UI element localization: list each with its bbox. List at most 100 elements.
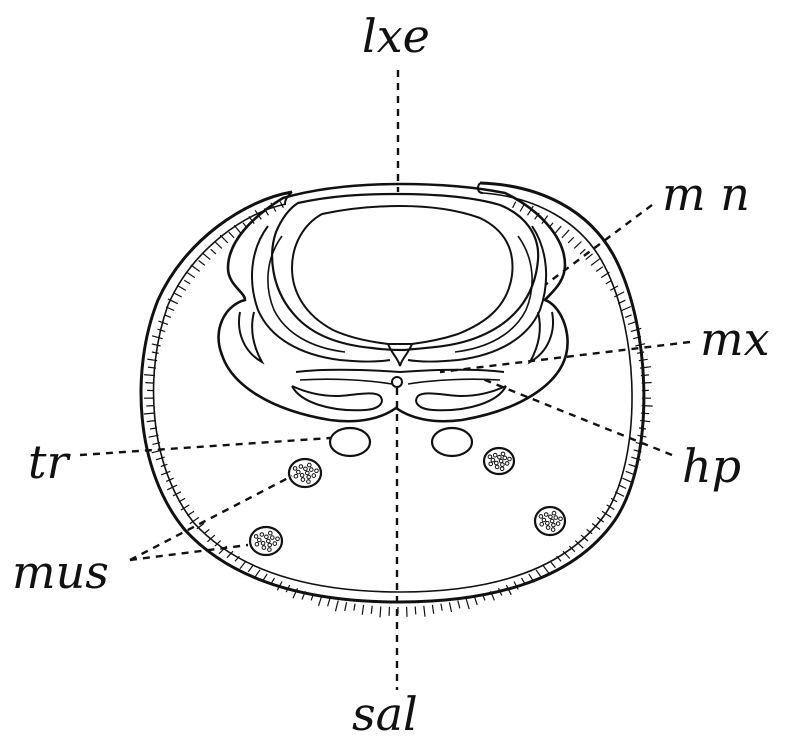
mandible-right-outer — [407, 225, 548, 363]
muscle-fiber-dot — [275, 536, 280, 542]
muscle-fiber-dot — [492, 452, 498, 458]
bristle — [160, 470, 171, 476]
muscle-bundles — [248, 446, 567, 557]
bristle — [174, 292, 182, 298]
label-mus: mus — [12, 545, 109, 599]
bristle — [228, 231, 235, 239]
leader-tr — [79, 436, 331, 457]
leader-mus-1 — [129, 474, 293, 562]
bristle — [554, 225, 562, 234]
maxilla-right-lobe — [527, 311, 554, 365]
muscle-fiber-dot — [548, 514, 553, 520]
bristle — [614, 291, 625, 298]
muscle-fiber-dot — [267, 542, 273, 548]
muscle-fiber-dot — [543, 512, 549, 517]
bristle — [625, 470, 635, 476]
bristle — [628, 463, 636, 468]
body-wall-cap-left — [284, 191, 293, 205]
muscle-fiber-dot — [550, 527, 556, 532]
muscle-fiber-dot — [303, 466, 308, 472]
bristle — [465, 598, 470, 610]
bristle — [526, 205, 534, 216]
muscle-fiber-dot — [314, 468, 319, 474]
leader-mn — [544, 204, 653, 286]
leader-mx — [439, 340, 691, 374]
bristle — [618, 484, 627, 490]
bristle — [361, 604, 365, 615]
bristle — [579, 248, 586, 255]
muscle-fiber-dot — [272, 541, 278, 546]
label-hp: hp — [682, 439, 741, 493]
bristle — [601, 510, 612, 518]
muscle-fiber-dot — [538, 514, 544, 519]
muscle-fiber-dot — [494, 464, 500, 470]
bristle — [448, 602, 453, 613]
bristle — [183, 279, 191, 285]
muscle-fiber-dot — [296, 469, 301, 475]
muscle-fiber-dot — [539, 521, 545, 527]
bristle — [247, 565, 254, 573]
bristle — [562, 550, 571, 559]
bristle — [567, 236, 575, 244]
muscle-fiber-dot — [298, 464, 304, 469]
bristle — [198, 260, 206, 266]
hypopharynx-band — [295, 368, 505, 374]
labrum-notch — [387, 343, 413, 367]
bristle — [214, 540, 222, 547]
muscle-fiber-dot — [498, 458, 504, 464]
bristle — [353, 603, 356, 611]
body-wall-outer — [139, 181, 646, 604]
mandible-left-outer — [251, 225, 391, 363]
bristle — [610, 497, 618, 503]
muscle-fiber-dot — [487, 454, 493, 460]
bristle — [164, 314, 172, 318]
lower-lobe-right — [415, 385, 507, 412]
muscle-fiber-dot — [553, 515, 559, 520]
muscle-fiber-dot — [541, 517, 547, 523]
bristle — [585, 253, 593, 261]
muscle-fiber-dot — [292, 466, 298, 471]
label-tr: tr — [28, 435, 71, 489]
label-mx: mx — [700, 312, 770, 366]
muscle-fiber-dot — [309, 467, 314, 472]
bristle — [202, 252, 211, 261]
muscle-fiber-dot — [306, 479, 311, 484]
muscle-fiber-dot — [500, 451, 506, 457]
bristle — [568, 545, 576, 553]
bristle — [214, 241, 223, 249]
body-wall-inner — [152, 192, 633, 593]
bristle — [457, 600, 461, 609]
bristle — [440, 603, 443, 611]
bristle — [210, 248, 217, 255]
leader-mus-2 — [129, 543, 249, 562]
labrum-outer — [271, 192, 540, 352]
bristle — [176, 284, 187, 291]
muscle-fiber-dot — [311, 473, 317, 478]
muscle-fiber-dot — [259, 532, 265, 537]
muscle-fiber-dot — [551, 522, 556, 528]
hypopharynx-center-ring — [391, 376, 403, 388]
lower-lobe-left — [291, 385, 383, 412]
bristle — [535, 569, 542, 577]
label-mn: m n — [662, 167, 750, 221]
bristle — [151, 343, 161, 347]
muscle-fiber-dot — [551, 510, 557, 516]
bristle — [431, 604, 435, 614]
muscle-fiber-dot — [558, 516, 563, 522]
bristle — [624, 314, 632, 318]
muscle-fiber-dot — [549, 518, 555, 524]
muscle-fiber-dot — [254, 541, 260, 547]
bristle — [606, 504, 615, 511]
bristle — [590, 258, 601, 266]
muscle-fiber-dot — [504, 461, 510, 466]
muscle-fiber-dot — [266, 538, 271, 544]
bristle — [234, 555, 240, 562]
muscle-fiber-dot — [500, 462, 505, 467]
bristle — [344, 602, 348, 612]
bristle — [226, 550, 234, 559]
bristle — [172, 491, 182, 497]
muscle-fiber-dot — [300, 477, 306, 482]
trachea-right — [430, 426, 474, 458]
maxilla-left-lobe — [238, 311, 265, 365]
